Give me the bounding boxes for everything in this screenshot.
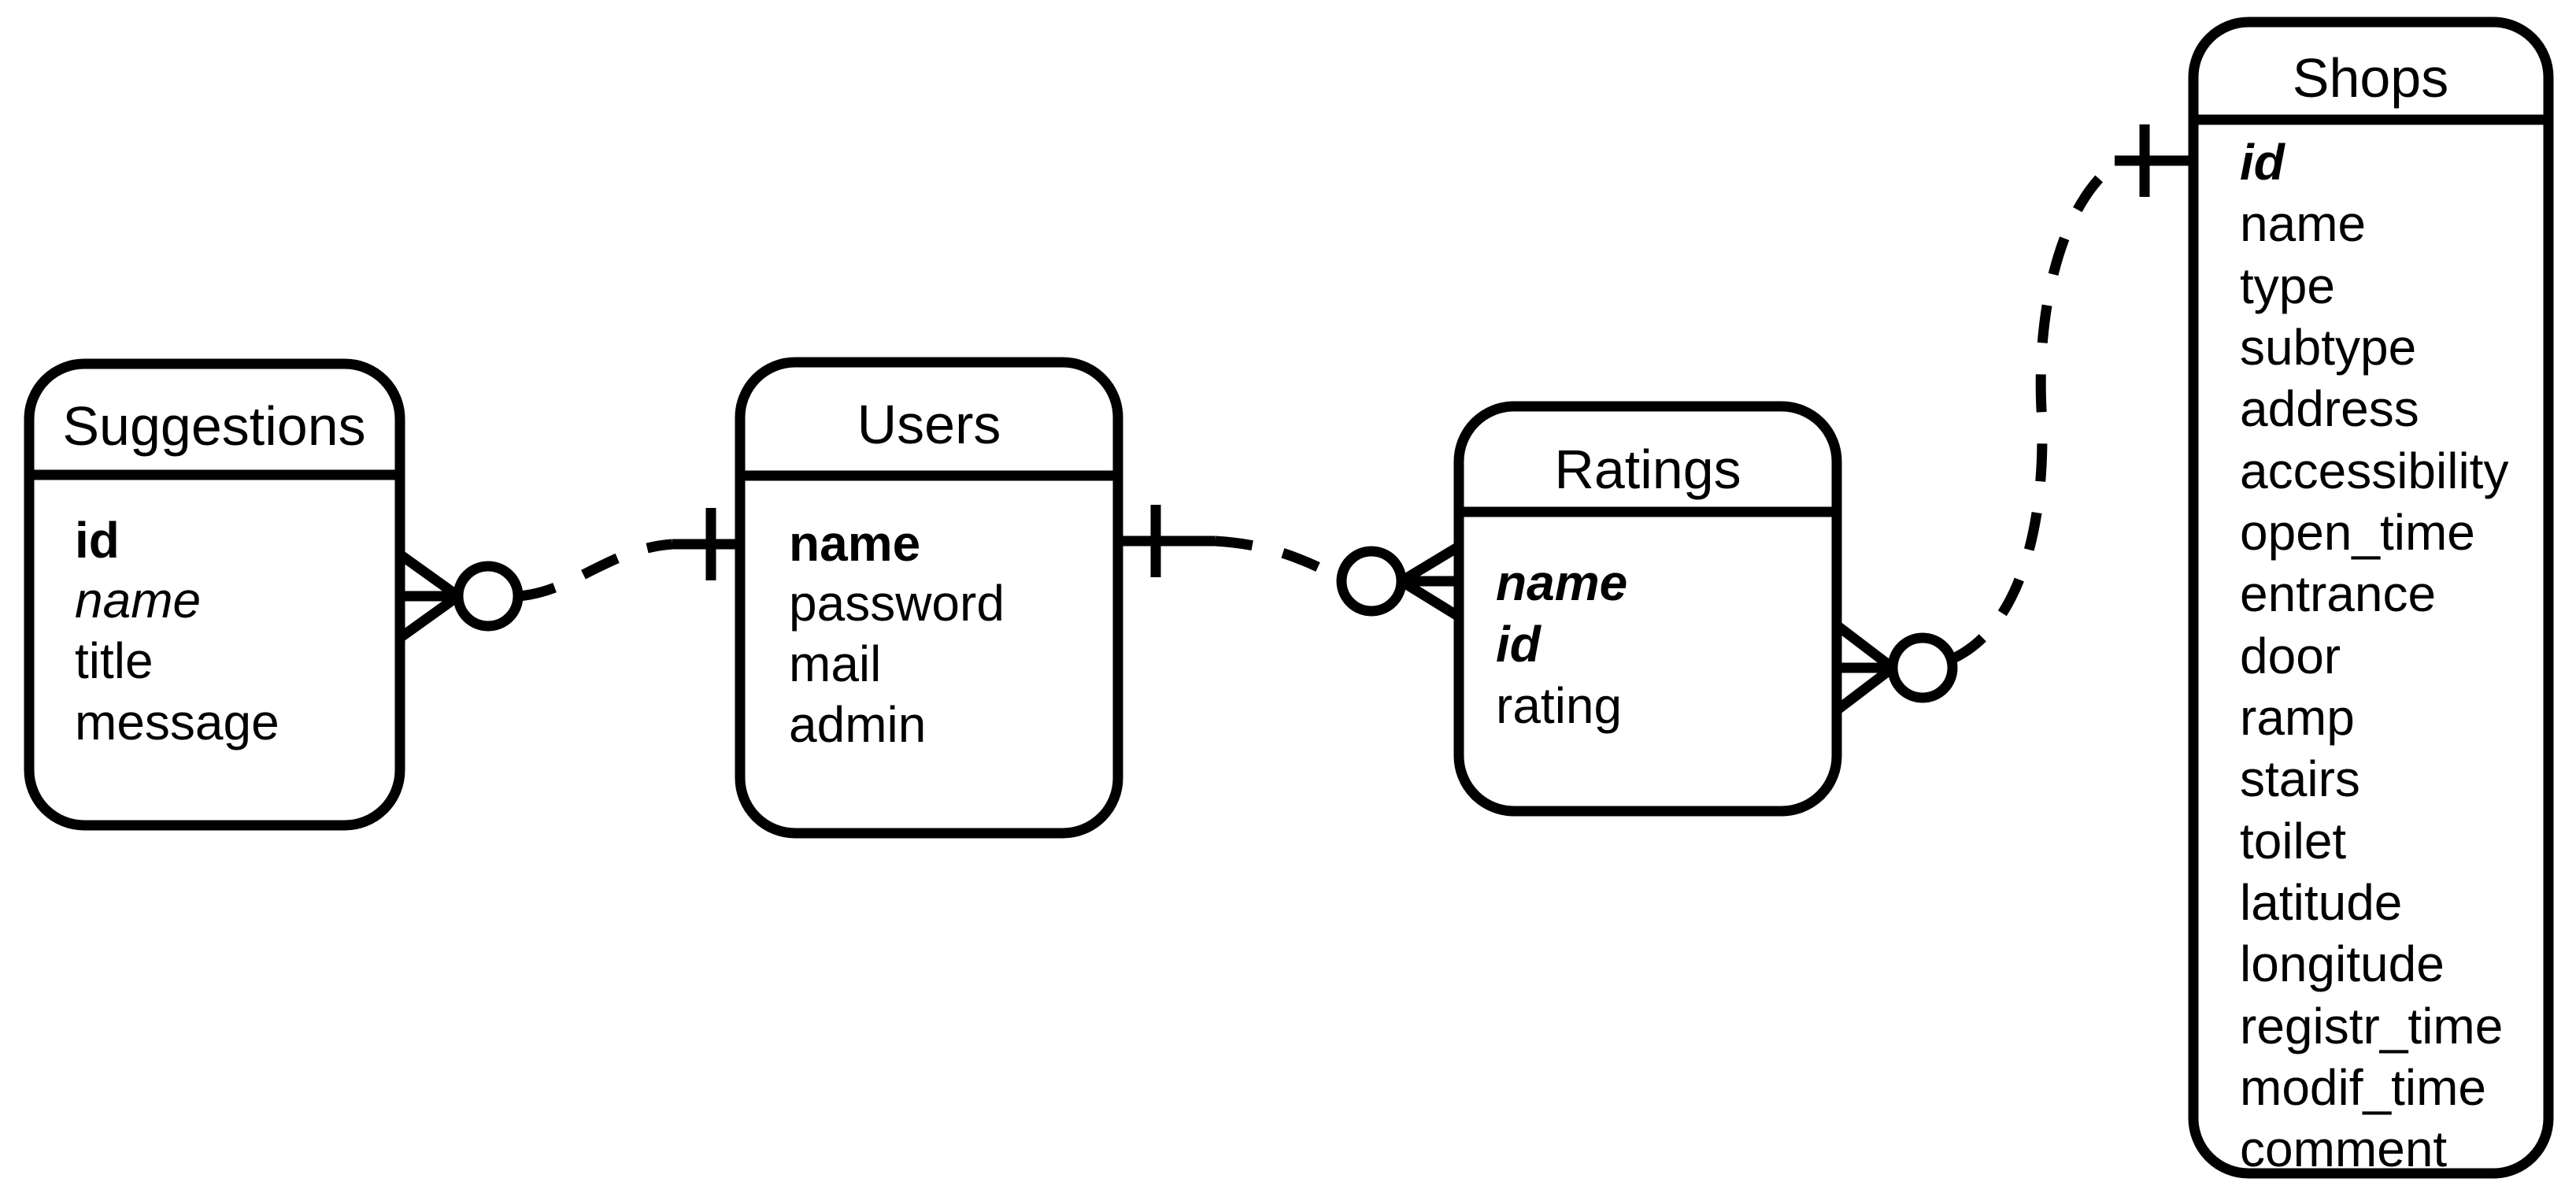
field-row: name	[2240, 195, 2366, 252]
field-row: accessibility	[2240, 443, 2508, 499]
crows-foot-many-icon	[1834, 621, 1896, 715]
entity-shops: Shops id name type subtype address acces…	[2188, 17, 2554, 1179]
crows-foot-many-icon	[1398, 542, 1462, 621]
field-row: type	[2240, 258, 2335, 314]
field-row: name	[75, 572, 201, 628]
field-row: entrance	[2240, 565, 2436, 622]
entity-title: Ratings	[1554, 439, 1741, 500]
field-row: address	[2240, 380, 2419, 437]
entity-users: Users name password mail admin	[735, 357, 1123, 839]
entity-box	[2188, 17, 2554, 1179]
entity-title: Users	[857, 394, 1001, 455]
entity-title: Shops	[2293, 47, 2448, 109]
field-row: subtype	[2240, 319, 2416, 376]
entity-suggestions: Suggestions id name title message	[24, 358, 405, 831]
field-row: latitude	[2240, 874, 2402, 931]
field-row: door	[2240, 628, 2341, 684]
field-row: mail	[789, 636, 881, 692]
field-row: password	[789, 575, 1005, 632]
field-row: stairs	[2240, 750, 2360, 807]
relationship-suggestions-users	[397, 508, 740, 643]
zero-optional-circle-icon	[1336, 546, 1407, 617]
field-row: open_time	[2240, 504, 2475, 561]
field-row: id	[75, 512, 120, 569]
zero-optional-circle-icon	[453, 561, 524, 632]
entity-ratings: Ratings name id rating	[1453, 401, 1842, 817]
field-row: comment	[2240, 1121, 2447, 1177]
field-row: longitude	[2240, 936, 2445, 992]
relationship-ratings-shops	[1834, 124, 2193, 715]
relationship-dashed-line	[1949, 158, 2119, 664]
field-row: name	[789, 515, 920, 572]
zero-optional-circle-icon	[1887, 632, 1958, 703]
field-row: ramp	[2240, 689, 2355, 746]
field-row: registr_time	[2240, 998, 2503, 1054]
field-row: modif_time	[2240, 1059, 2486, 1116]
field-row: rating	[1496, 677, 1622, 734]
relationship-dashed-line	[517, 539, 673, 602]
crows-foot-many-icon	[397, 550, 461, 643]
field-row: id	[2240, 134, 2286, 191]
field-row: name	[1496, 554, 1627, 611]
field-row: message	[75, 694, 279, 750]
field-row: toilet	[2240, 813, 2346, 869]
field-row: title	[75, 632, 154, 689]
field-row: admin	[789, 696, 926, 753]
relationship-users-ratings	[1118, 505, 1462, 621]
field-row: id	[1496, 616, 1542, 673]
relationship-dashed-line	[1214, 536, 1343, 583]
entity-title: Suggestions	[62, 395, 365, 457]
